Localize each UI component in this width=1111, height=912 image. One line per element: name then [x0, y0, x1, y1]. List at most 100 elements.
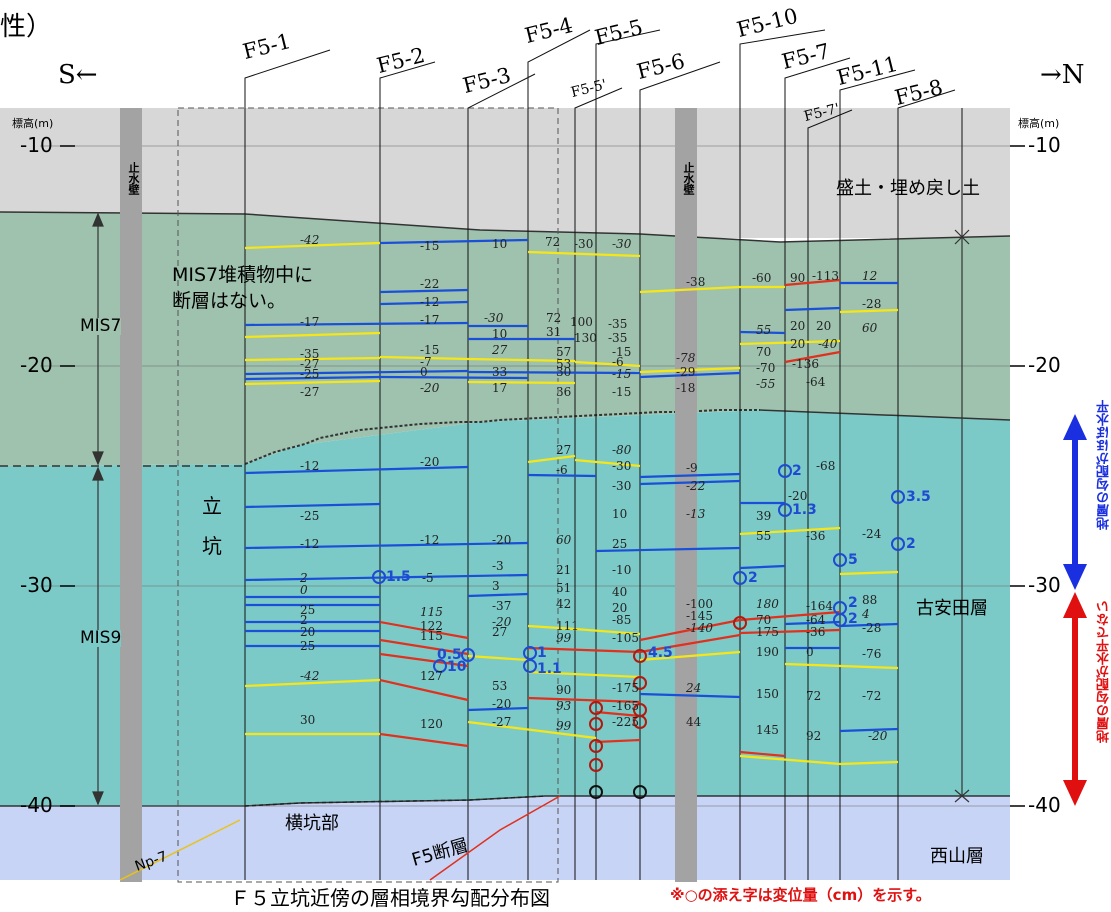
gradient-value: -25	[300, 509, 320, 523]
displacement-value: 3.5	[906, 489, 931, 505]
gradient-value: 31	[546, 325, 562, 339]
displacement-value: 2	[792, 463, 802, 479]
disp-marker-8	[733, 571, 747, 585]
disp-marker-red-g	[589, 758, 603, 772]
gradient-value: -68	[816, 459, 836, 473]
footer-note: ※○の添え字は変位量（cm）を示す。	[670, 886, 931, 904]
gradient-value: -18	[676, 381, 696, 395]
borehole-line-f5-11	[839, 69, 916, 880]
cutoff-wall-label-right: 止水壁	[682, 162, 695, 195]
gradient-value: 27	[492, 343, 508, 357]
gradient-value: -27	[300, 385, 320, 399]
gradient-value: -30	[612, 459, 632, 473]
disp-marker-13	[891, 490, 905, 504]
gradient-value: -55	[756, 377, 776, 391]
gradient-value: -22	[420, 277, 440, 291]
gradient-value: -36	[806, 625, 826, 639]
gradient-value: 24	[686, 681, 702, 695]
gradient-value: -85	[612, 613, 632, 627]
arrow-not-horizontal-label: 地層の勾配が水平でない	[1097, 600, 1111, 743]
shaft-label-char1: 立	[202, 494, 222, 518]
gradient-value: -20	[788, 489, 808, 503]
gradient-value: -40	[818, 337, 838, 351]
mis9-layer	[0, 410, 1010, 806]
yellow-boundaries	[244, 241, 899, 766]
gradient-value: 0	[300, 583, 308, 597]
disp-marker-1	[372, 570, 386, 584]
cutoff-wall-left	[120, 108, 142, 882]
blue-boundaries	[244, 238, 899, 733]
gradient-value: -15	[612, 385, 632, 399]
red-boundaries	[379, 278, 841, 758]
disp-marker-red-d	[589, 701, 603, 715]
fill-layer-label: 盛土・埋め戻し土	[836, 178, 980, 199]
borehole-lines	[244, 29, 956, 880]
gradient-value: -12	[420, 295, 440, 309]
gradient-value: 90	[790, 271, 806, 285]
y-tick-right-10: -10	[1028, 133, 1061, 157]
gradient-value: -42	[300, 233, 320, 247]
gradient-value: 70	[756, 613, 772, 627]
gradient-value: 70	[756, 345, 772, 359]
gradient-value: -35	[608, 317, 628, 331]
gradient-value: -136	[792, 357, 819, 371]
gradient-value: 27	[556, 443, 572, 457]
gradient-value: 145	[756, 723, 779, 737]
gradient-value: -20	[868, 729, 888, 743]
gradient-value: 55	[756, 323, 772, 337]
gradient-value: 3	[492, 579, 500, 593]
boundary-fill-mis7	[0, 211, 1011, 243]
displacement-value: 2	[906, 536, 916, 552]
displacement-value: 0.5	[437, 647, 462, 663]
gradient-value: 25	[612, 537, 628, 551]
shaft-label-char2: 坑	[202, 534, 222, 558]
disp-marker-red-e	[589, 717, 603, 731]
y-tick-left-10: -10	[20, 133, 53, 157]
gradient-value: -28	[862, 297, 882, 311]
gradient-value: -7	[420, 355, 432, 369]
gradient-value: 10	[492, 327, 508, 341]
page-title-fragment: 性）	[0, 12, 53, 42]
mis7-label: MIS7	[80, 316, 122, 336]
gradient-value: 190	[756, 645, 779, 659]
y-tick-right-30: -30	[1028, 573, 1061, 597]
gradient-value: 180	[756, 597, 779, 611]
gradient-value: -17	[300, 315, 320, 329]
displacement-value: 2	[848, 611, 858, 627]
gradient-value: 175	[756, 625, 779, 639]
y-tick-right-20: -20	[1028, 353, 1061, 377]
cutoff-wall-right	[675, 108, 697, 882]
gradient-value: -20	[492, 615, 512, 629]
gradient-value: 115	[420, 605, 443, 619]
displacement-markers	[372, 464, 905, 799]
gradient-value: -20	[420, 455, 440, 469]
direction-north: →N	[1040, 60, 1085, 90]
gradient-value: 130	[574, 331, 597, 345]
gradient-value: 20	[300, 625, 316, 639]
gradient-value: 44	[686, 715, 702, 729]
arrow-horizontal-label: 地層の勾配がほぼ水平	[1097, 400, 1111, 530]
gradient-value: -30	[612, 479, 632, 493]
displacement-value: 2	[848, 595, 858, 611]
disp-marker-9	[778, 503, 792, 517]
cutoff-wall-label-left: 止水壁	[127, 162, 140, 195]
gradient-value: -15	[420, 343, 440, 357]
gradient-value: 53	[556, 357, 572, 371]
disp-marker-5	[523, 659, 537, 673]
gradient-value: -60	[752, 271, 772, 285]
displacement-value: 1.1	[537, 661, 562, 677]
gradient-value: 10	[492, 237, 508, 251]
footer-caption: Ｆ５立坑近傍の層相境界勾配分布図	[230, 886, 550, 910]
gradient-value: -17	[420, 313, 440, 327]
gradient-value: -72	[862, 689, 882, 703]
right-arrows	[1063, 414, 1087, 806]
disp-marker-2	[461, 648, 475, 662]
gradient-value: -38	[686, 275, 706, 289]
disp-marker-6	[633, 649, 647, 663]
gradient-value: 17	[492, 381, 508, 395]
gradient-value: -175	[612, 681, 639, 695]
disp-marker-red-b	[633, 676, 647, 690]
gradient-value: 72	[546, 311, 562, 325]
gradient-value: 115	[420, 629, 443, 643]
